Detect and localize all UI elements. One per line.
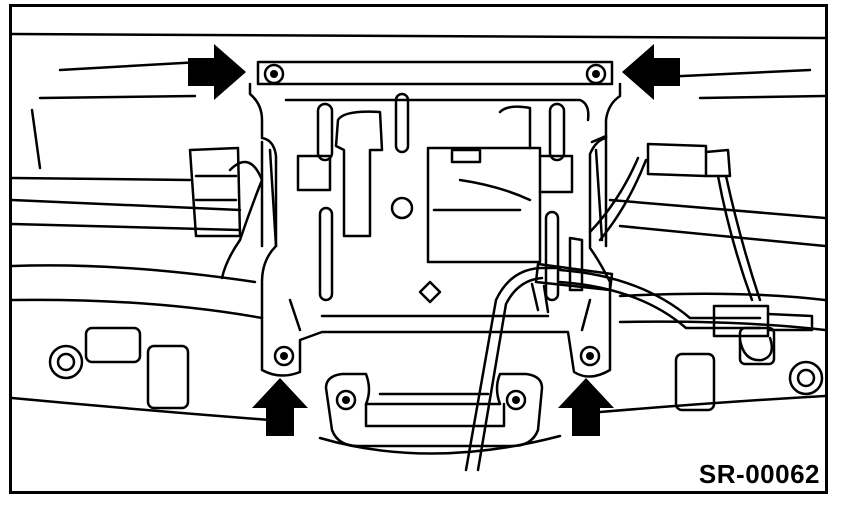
slot-right-1 — [674, 352, 716, 412]
plate-diamond — [418, 280, 442, 304]
grommet-left — [48, 344, 84, 380]
latch-plate-top-bar — [256, 60, 614, 86]
body-line-left-upper — [58, 60, 202, 72]
body-beam-left — [10, 198, 242, 232]
latch-plate — [248, 82, 622, 378]
body-line-top — [10, 32, 827, 40]
bolt-top-right — [585, 63, 607, 85]
bolt-top-left — [263, 63, 285, 85]
arrow-icon-top-left — [188, 44, 246, 100]
plate-slot-center — [394, 92, 410, 154]
diagram-frame — [9, 4, 828, 494]
figure-code: SR-00062 — [698, 459, 820, 489]
body-crossmember-right-2 — [618, 320, 827, 332]
left-side-bracket — [188, 146, 242, 238]
striker-housing — [426, 146, 542, 264]
body-beam-right — [608, 198, 827, 248]
plate-hole — [390, 196, 414, 220]
connector-right — [712, 304, 770, 338]
bolt-lower-bracket-left — [335, 389, 357, 411]
arrow-icon-top-right — [622, 44, 680, 100]
plate-slot-lower-right — [544, 210, 560, 302]
body-crossmember-right — [618, 292, 827, 302]
bolt-bottom-right — [579, 345, 601, 367]
body-lower-left — [10, 396, 272, 422]
cable-upper — [588, 156, 640, 234]
grommet-right — [788, 360, 824, 396]
bolt-bottom-left — [273, 345, 295, 367]
connector-upper — [646, 142, 708, 178]
plate-slot-right — [548, 102, 566, 162]
slot-left-2 — [146, 344, 190, 410]
arrow-icon-bottom-left — [252, 378, 308, 436]
body-line-right-mid — [698, 94, 827, 100]
body-panel-left — [10, 108, 192, 182]
lower-bracket — [324, 372, 544, 448]
cable-right — [558, 268, 762, 320]
plate-slot-left — [316, 102, 334, 162]
body-crossmember-left-2 — [10, 298, 264, 320]
cable-clip — [534, 262, 614, 292]
body-crossmember-left — [10, 264, 257, 284]
plate-slot-lower-left — [318, 206, 334, 302]
arrow-icon-bottom-right — [558, 378, 614, 436]
bolt-lower-bracket-right — [505, 389, 527, 411]
body-line-left-mid — [38, 94, 197, 100]
slot-left-1 — [84, 326, 142, 364]
latch-hook — [334, 110, 384, 238]
body-lower-right — [598, 394, 827, 414]
cable-main — [464, 266, 562, 472]
